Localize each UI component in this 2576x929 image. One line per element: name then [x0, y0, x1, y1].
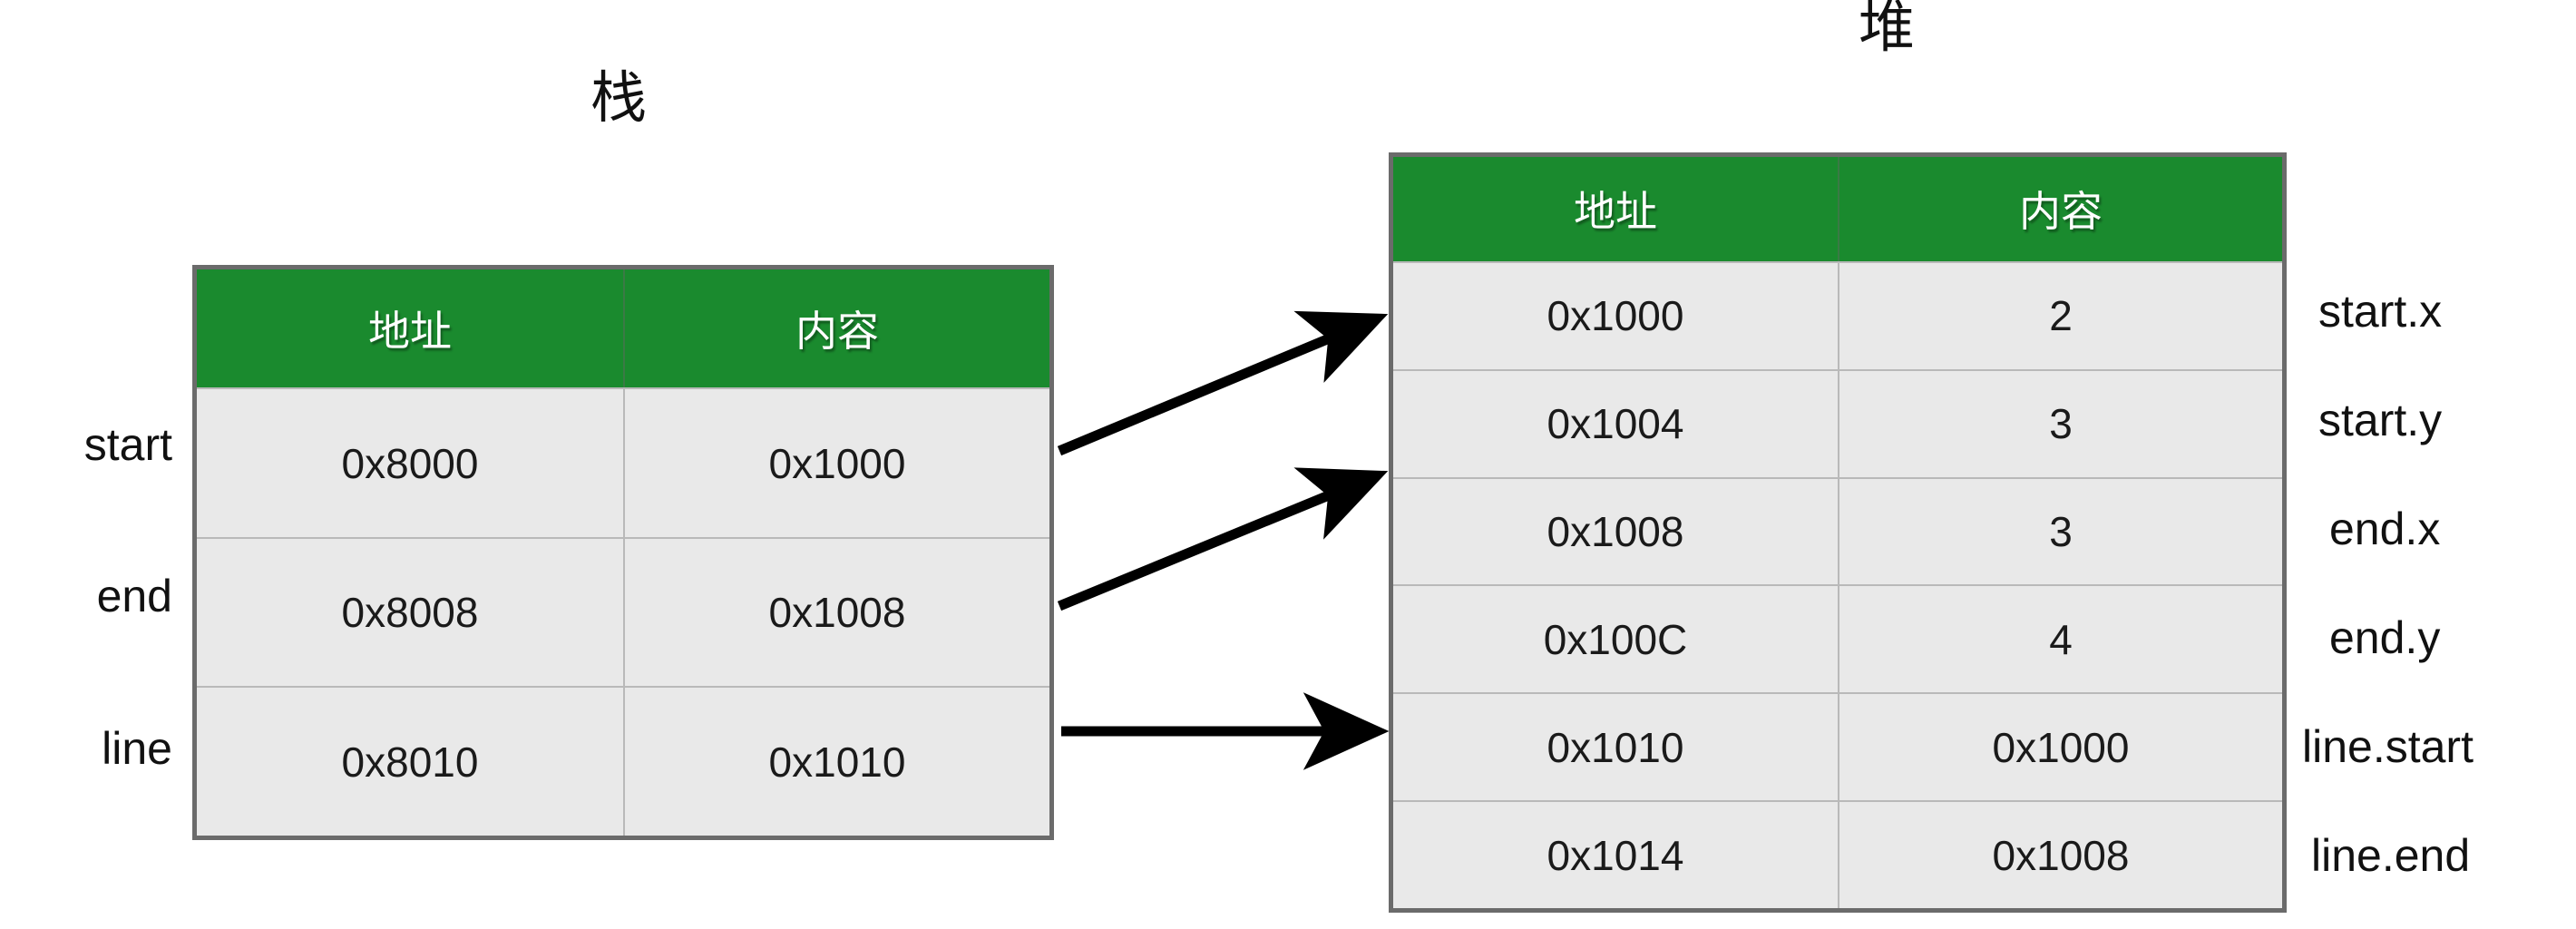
- stack-row-label-end: end: [96, 571, 172, 621]
- stack-table: 地址 内容 0x8000 0x1000 0x8008 0x1008 0x8010…: [192, 265, 1054, 840]
- arrow-end-to-heap: [1057, 467, 1389, 611]
- table-row: 0x1008 3: [1393, 476, 2282, 585]
- stack-header-content: 内容: [623, 269, 1049, 388]
- heap-cell-address: 0x100C: [1543, 615, 1688, 663]
- table-row: 0x1014 0x1008: [1393, 800, 2282, 908]
- heap-cell-content: 2: [1838, 262, 2282, 369]
- stack-cell-address: 0x8008: [341, 589, 479, 637]
- heap-cell-content: 0x1008: [1838, 802, 2282, 908]
- table-row: 0x1004 3: [1393, 368, 2282, 477]
- heap-cell-content: 4: [1838, 586, 2282, 693]
- stack-cell-content: 0x1010: [623, 688, 1049, 836]
- table-row: 0x1000 2: [1393, 260, 2282, 369]
- heap-cell-address: 0x1008: [1547, 508, 1684, 556]
- heap-title: 堆: [1858, 0, 1915, 59]
- table-row: 0x8000 0x1000: [197, 387, 1049, 537]
- stack-cell-content: 0x1000: [623, 389, 1049, 537]
- heap-header-address: 地址: [1574, 188, 1657, 236]
- stack-row-label-line: line: [102, 723, 172, 774]
- table-row: 0x100C 4: [1393, 584, 2282, 693]
- heap-row-label-end-y: end.y: [2329, 612, 2441, 663]
- stack-title: 栈: [590, 67, 647, 130]
- heap-row-label-start-y: start.y: [2318, 395, 2443, 445]
- stack-row-label-start: start: [83, 419, 172, 470]
- heap-row-label-line-start: line.start: [2302, 721, 2474, 772]
- heap-cell-address: 0x1004: [1547, 400, 1684, 448]
- table-row: 0x8008 0x1008: [197, 536, 1049, 687]
- heap-table-header-row: 地址 内容: [1393, 157, 2282, 261]
- heap-cell-content: 3: [1838, 370, 2282, 477]
- heap-cell-content: 0x1000: [1838, 694, 2282, 801]
- arrow-start-to-heap: [1057, 310, 1389, 456]
- stack-header-address: 地址: [368, 308, 452, 356]
- heap-row-label-end-x: end.x: [2329, 504, 2441, 554]
- heap-cell-address: 0x1014: [1547, 831, 1684, 879]
- stack-cell-address: 0x8010: [341, 738, 479, 786]
- heap-cell-content: 3: [1838, 478, 2282, 585]
- stack-cell-address: 0x8000: [341, 439, 479, 487]
- stack-cell-content: 0x1008: [623, 538, 1049, 687]
- heap-row-label-line-end: line.end: [2311, 830, 2471, 881]
- heap-cell-address: 0x1000: [1547, 292, 1684, 340]
- stack-table-header-row: 地址 内容: [197, 269, 1049, 388]
- heap-table: 地址 内容 0x1000 2 0x1004 3 0x1008 3 0x100C …: [1389, 152, 2287, 913]
- table-row: 0x8010 0x1010: [197, 686, 1049, 836]
- heap-header-content: 内容: [1838, 157, 2282, 261]
- heap-cell-address: 0x1010: [1547, 723, 1684, 771]
- table-row: 0x1010 0x1000: [1393, 692, 2282, 801]
- heap-row-label-start-x: start.x: [2318, 286, 2443, 337]
